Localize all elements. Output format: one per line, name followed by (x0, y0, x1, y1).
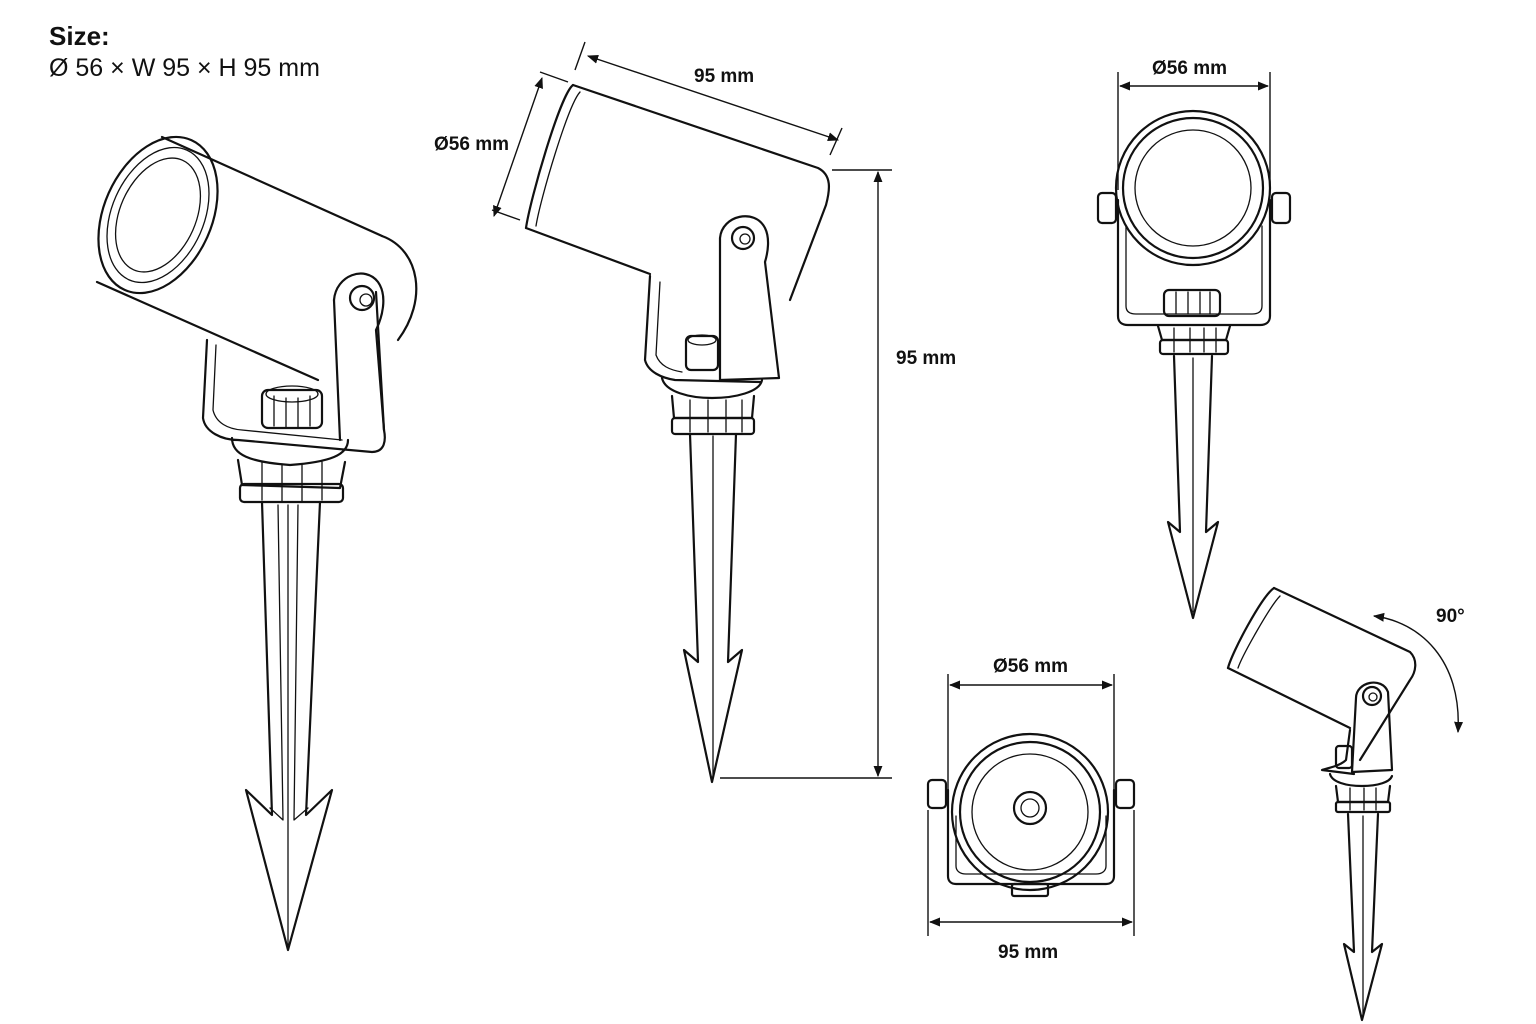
size-dimensions: Ø 56 × W 95 × H 95 mm (49, 54, 320, 82)
spotlight-back-view-icon: Ø56 mm 95 mm (926, 656, 1136, 963)
rotation-label: 90° (1436, 606, 1465, 627)
front-diameter-label: Ø56 mm (1152, 58, 1227, 79)
side-length-label: 95 mm (694, 66, 754, 87)
back-width-label: 95 mm (998, 942, 1058, 963)
height-label: 95 mm (896, 348, 956, 369)
size-title: Size: (49, 21, 110, 51)
size-info: Size: Ø 56 × W 95 × H 95 mm (49, 20, 320, 84)
spotlight-front-view-icon: Ø56 mm (1096, 58, 1292, 620)
side-diameter-label: Ø56 mm (434, 134, 509, 155)
back-diameter-label: Ø56 mm (993, 656, 1068, 677)
rotation-arrow-icon (1372, 612, 1464, 734)
spotlight-perspective-icon (95, 135, 418, 952)
spotlight-rotated-view-icon: 90° (1226, 586, 1465, 1022)
spotlight-side-view-icon: 95 mm Ø56 mm 95 mm (434, 41, 956, 784)
